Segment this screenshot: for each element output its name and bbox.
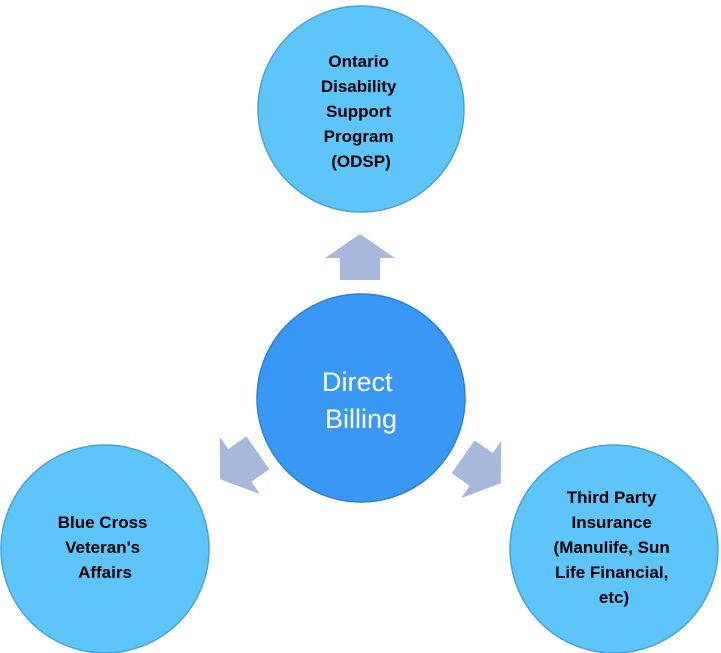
node-blue-cross-line: Affairs <box>78 563 132 582</box>
node-third-party: Third Party Insurance (Manulife, Sun Lif… <box>509 444 719 653</box>
node-blue-cross-circle <box>0 444 210 653</box>
arrow-to-third-party <box>451 440 502 499</box>
node-odsp-line: Ontario <box>328 52 388 71</box>
node-blue-cross: Blue Cross Veteran's Affairs <box>0 444 210 653</box>
node-odsp-circle <box>257 5 465 213</box>
node-odsp-line: Program <box>324 127 394 146</box>
node-third-party-line: Insurance <box>571 513 651 532</box>
node-direct-billing-label: Direct Billing <box>322 367 400 434</box>
node-direct-billing-circle <box>256 293 466 503</box>
node-third-party-circle <box>509 444 719 653</box>
node-third-party-line: Third Party <box>567 488 657 507</box>
node-third-party-line: (Manulife, Sun <box>554 538 670 557</box>
node-odsp-line: (ODSP) <box>331 152 391 171</box>
node-direct-billing: Direct Billing <box>256 293 466 503</box>
node-direct-billing-line: Billing <box>325 404 397 434</box>
arrow-to-odsp <box>325 234 395 280</box>
node-blue-cross-label: Blue Cross Veteran's Affairs <box>58 513 152 582</box>
node-odsp-line: Support <box>326 102 391 121</box>
node-odsp-line: Disability <box>321 77 397 96</box>
node-third-party-label: Third Party Insurance (Manulife, Sun Lif… <box>554 488 675 607</box>
node-third-party-line: etc) <box>599 588 629 607</box>
node-odsp: Ontario Disability Support Program (ODSP… <box>257 5 465 213</box>
arrow-to-blue-cross <box>219 436 270 495</box>
node-blue-cross-line: Blue Cross <box>58 513 148 532</box>
node-direct-billing-line: Direct <box>322 367 393 397</box>
node-third-party-line: Life Financial, <box>555 563 668 582</box>
node-blue-cross-line: Veteran's <box>65 538 140 557</box>
node-odsp-label: Ontario Disability Support Program (ODSP… <box>321 52 401 171</box>
